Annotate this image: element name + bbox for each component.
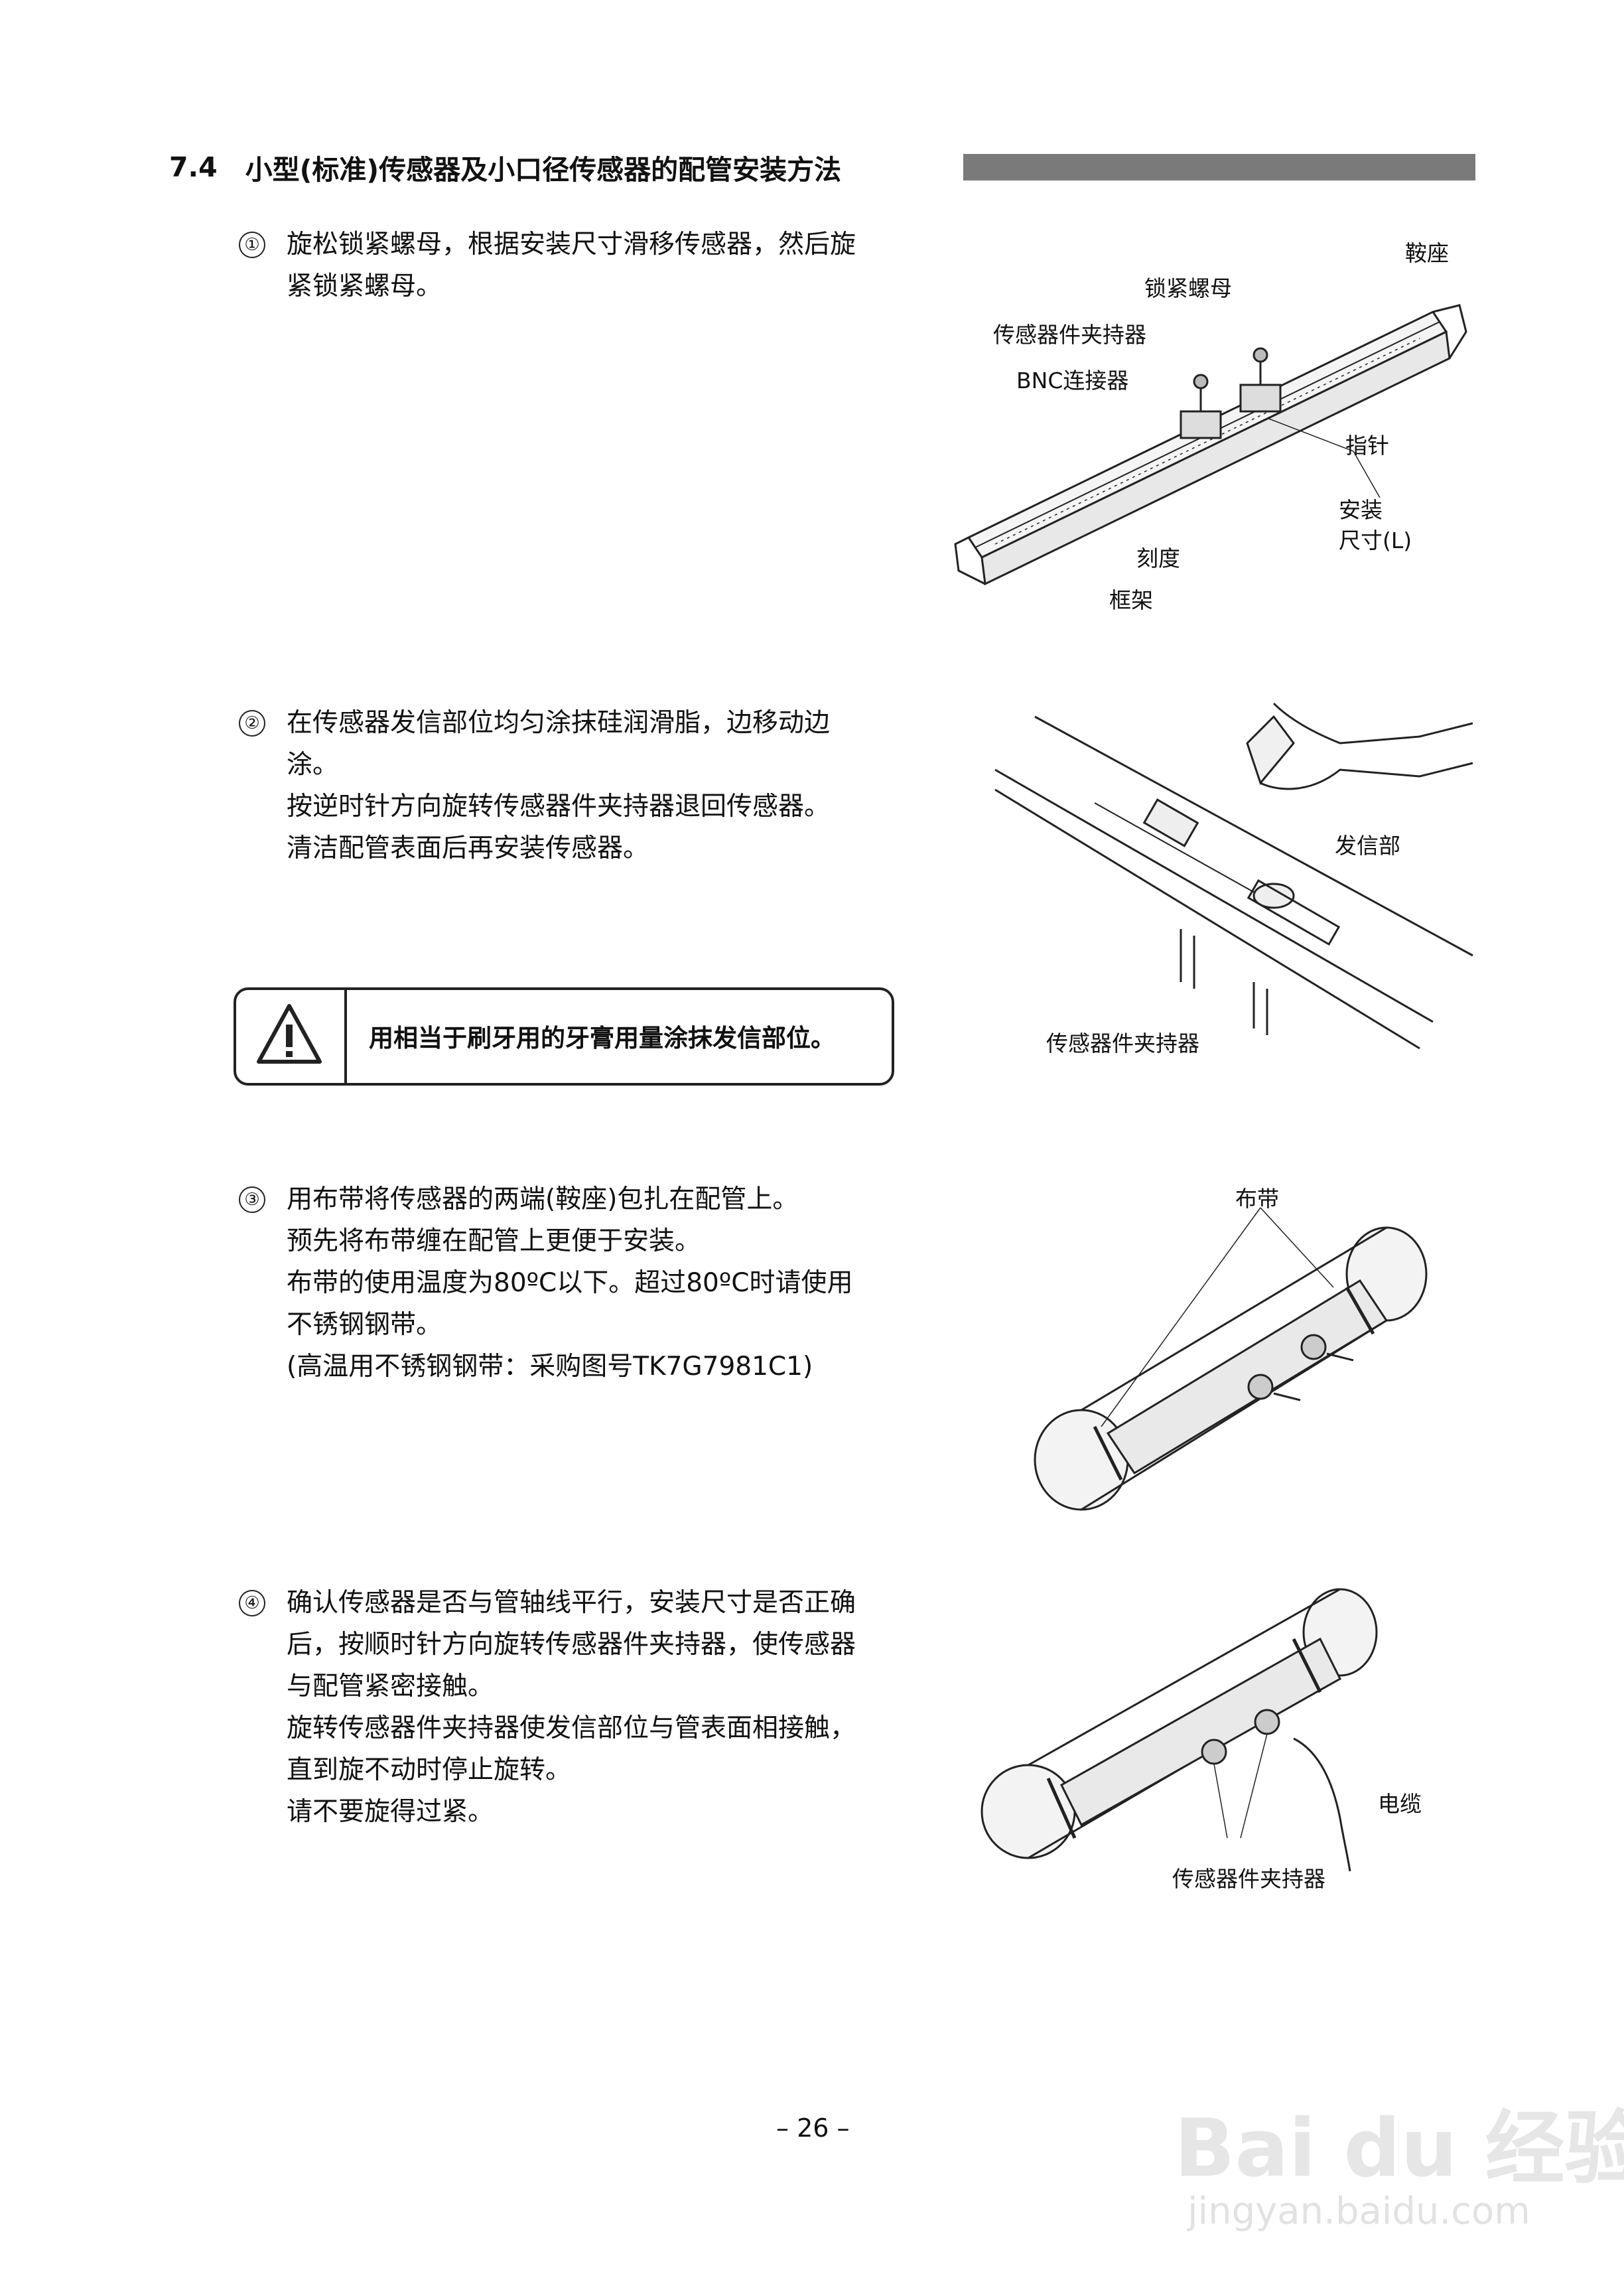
step-line: 请不要旋得过紧。 (287, 1797, 494, 1827)
figure-grease (994, 702, 1473, 1050)
step-line: 确认传感器是否与管轴线平行，安装尺寸是否正确 (287, 1588, 856, 1618)
label-cable: 电缆 (1378, 1791, 1422, 1817)
step-line: 涂。 (287, 750, 339, 780)
watermark-logo: Bai du 经验 (1174, 2103, 1624, 2195)
section-title: 小型(标准)传感器及小口径传感器的配管安装方法 (245, 154, 842, 186)
step-line: 后，按顺时针方向旋转传感器件夹持器，使传感器 (287, 1630, 856, 1660)
step-line: 清洁配管表面后再安装传感器。 (287, 833, 649, 863)
step-marker: ② (239, 710, 265, 737)
warning-box: 用相当于刷牙用的牙膏用量涂抹发信部位。 (234, 987, 894, 1086)
section-number: 7.4 (169, 151, 218, 183)
step-marker: ③ (239, 1186, 265, 1213)
warning-text: 用相当于刷牙用的牙膏用量涂抹发信部位。 (369, 1024, 835, 1052)
step-marker: ④ (239, 1590, 265, 1616)
step-1: ① 旋松锁紧螺母，根据安装尺寸滑移传感器，然后旋 紧锁紧螺母。 (239, 224, 876, 307)
figure-cable-holder (981, 1588, 1378, 1872)
warning-divider (344, 990, 347, 1083)
step-line: 旋松锁紧螺母，根据安装尺寸滑移传感器，然后旋 (287, 230, 856, 259)
step-line: 在传感器发信部位均匀涂抹硅润滑脂，边移动边 (287, 708, 831, 738)
label-holder-4: 传感器件夹持器 (1172, 1866, 1325, 1892)
step-line: 直到旋不动时停止旋转。 (287, 1755, 572, 1785)
step-line: 按逆时针方向旋转传感器件夹持器退回传感器。 (287, 792, 831, 821)
page-number: – 26 – (776, 2113, 850, 2143)
step-marker: ① (239, 232, 265, 258)
section-heading: 7.4 小型(标准)传感器及小口径传感器的配管安装方法 (169, 147, 841, 187)
label-frame: 框架 (1109, 587, 1153, 613)
label-scale: 刻度 (1136, 545, 1180, 571)
step-line: 紧锁紧螺母。 (287, 271, 442, 301)
step-4: ④ 确认传感器是否与管轴线平行，安装尺寸是否正确 后，按顺时针方向旋转传感器件夹… (239, 1582, 876, 1833)
figure-band-pipe (1034, 1207, 1428, 1511)
label-holder: 传感器件夹持器 (993, 322, 1146, 348)
title-bar (963, 154, 1475, 180)
label-holder-2: 传感器件夹持器 (1046, 1031, 1199, 1056)
label-cloth-band: 布带 (1235, 1186, 1279, 1212)
label-saddle: 鞍座 (1405, 240, 1449, 266)
step-line: (高温用不锈钢钢带：采购图号TK7G7981C1) (287, 1352, 813, 1382)
step-line: 预先将布带缠在配管上更便于安装。 (287, 1226, 701, 1256)
label-bnc: BNC连接器 (1016, 368, 1129, 393)
step-2: ② 在传感器发信部位均匀涂抹硅润滑脂，边移动边 涂。 按逆时针方向旋转传感器件夹… (239, 702, 876, 869)
step-3: ③ 用布带将传感器的两端(鞍座)包扎在配管上。 预先将布带缠在配管上更便于安装。… (239, 1178, 876, 1388)
step-line: 与配管紧密接触。 (287, 1672, 494, 1701)
warning-triangle-icon (257, 1004, 322, 1064)
label-install-dim-2: 尺寸(L) (1339, 528, 1412, 553)
label-transmit-part: 发信部 (1335, 833, 1400, 859)
label-pointer: 指针 (1345, 433, 1389, 459)
step-line: 用布带将传感器的两端(鞍座)包扎在配管上。 (287, 1184, 799, 1214)
label-install-dim-1: 安装 (1339, 497, 1383, 523)
step-line: 旋转传感器件夹持器使发信部位与管表面相接触， (287, 1713, 856, 1743)
watermark-url: jingyan.baidu.com (1187, 2190, 1530, 2233)
label-lock-nut: 锁紧螺母 (1144, 275, 1232, 301)
figure-sensor-rail (954, 304, 1467, 586)
step-line: 不锈钢钢带。 (287, 1310, 442, 1340)
step-line: 布带的使用温度为80ºC以下。超过80ºC时请使用 (287, 1268, 853, 1298)
